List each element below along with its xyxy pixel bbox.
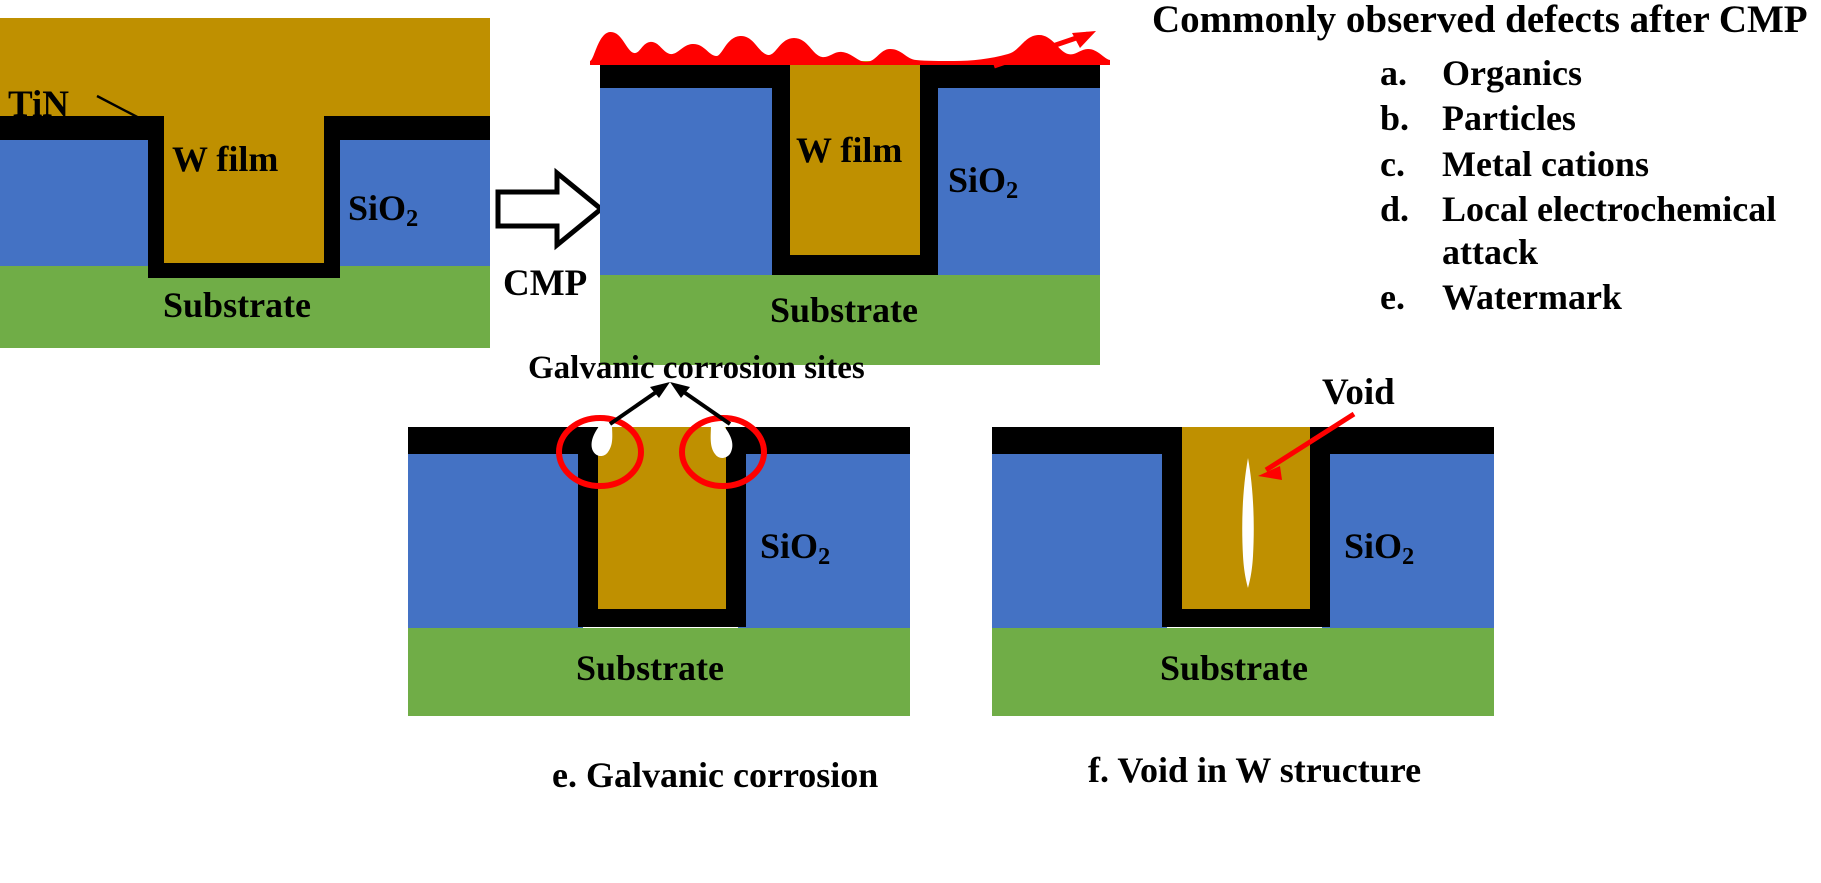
oxide-layer-left [408, 452, 583, 628]
label-tin: TiN [8, 84, 70, 125]
label-w-film-pre-text: W film [172, 139, 279, 179]
list-item-label: Local electrochemical attack [1442, 189, 1777, 272]
substrate-layer [408, 628, 910, 716]
label-sio2-post-subscript: 2 [1006, 177, 1019, 205]
label-sio2-galvanic-text: SiO [760, 526, 819, 566]
panel-pre-cmp: TiN W film SiO2 Substrate [0, 18, 490, 348]
list-item: d. Local electrochemical attack [1380, 188, 1820, 273]
oxide-layer-right [930, 84, 1100, 275]
tungsten-plug [164, 108, 324, 263]
corrosion-site-circle-left [556, 415, 644, 489]
figure-title: Commonly observed defects after CMP [1152, 0, 1808, 41]
label-sio2-galvanic-subscript: 2 [818, 543, 831, 571]
oxide-layer-left [0, 136, 157, 266]
oxide-layer-right [1322, 452, 1494, 628]
list-item-marker: e. [1380, 277, 1405, 318]
tin-barrier-field-left [600, 61, 790, 88]
annotation-galvanic-corrosion-sites: Galvanic corrosion sites [528, 350, 865, 386]
list-item-marker: b. [1380, 98, 1410, 139]
surface-defects [590, 31, 1110, 65]
substrate-layer [0, 266, 490, 348]
tin-barrier-field-left [992, 427, 1182, 454]
oxide-layer-right [330, 136, 490, 266]
caption-void: f. Void in W structure [1088, 750, 1422, 790]
oxide-layer-left [992, 452, 1167, 628]
list-item-marker: a. [1380, 53, 1407, 93]
tin-barrier-sidewall-right [1308, 427, 1330, 627]
substrate-layer [600, 275, 1100, 365]
tungsten-plug [790, 61, 920, 255]
corrosion-leader-right [670, 382, 732, 426]
panel-post-cmp: W film SiO2 Substrate [590, 22, 1110, 365]
label-w-film-pre: W film [172, 141, 278, 177]
label-sio2-post-text: SiO [948, 160, 1007, 200]
tin-leader-line [96, 94, 144, 123]
tin-barrier-bottom [772, 253, 938, 275]
tin-barrier-bottom [148, 260, 340, 278]
list-item-label: Metal cations [1442, 143, 1649, 184]
label-sio2-pre: SiO2 [348, 188, 418, 231]
corrosion-pit-right [706, 424, 740, 458]
list-item: c. Metal cations [1380, 143, 1820, 185]
label-substrate-galvanic: Substrate [576, 648, 725, 688]
tin-barrier-sidewall-left [772, 61, 792, 273]
tin-barrier-sidewall-right [322, 114, 340, 274]
tin-barrier-sidewall-left [148, 114, 166, 274]
defect-list: a. Organics b. Particles c. Metal cation… [1380, 52, 1820, 322]
caption-galvanic-corrosion: e. Galvanic corrosion [552, 755, 879, 795]
defect-callout-arrow [993, 31, 1096, 69]
tin-barrier-sidewall-left [578, 427, 600, 627]
label-sio2-pre-subscript: 2 [406, 205, 419, 233]
list-item: b. Particles [1380, 97, 1820, 139]
substrate-layer [992, 628, 1494, 716]
panel-void: SiO2 Substrate [992, 411, 1494, 716]
tin-barrier-sidewall-right [724, 427, 746, 627]
cmp-process-arrow [495, 167, 605, 251]
tungsten-plug [598, 427, 726, 609]
label-sio2-void: SiO2 [1344, 526, 1414, 569]
tin-barrier-field-right [1310, 427, 1494, 454]
label-substrate-pre: Substrate [163, 285, 312, 325]
list-item-label: Watermark [1442, 277, 1622, 318]
list-item: e. Watermark [1380, 276, 1820, 318]
label-substrate-void: Substrate [1160, 648, 1309, 688]
void-leader-arrow [1258, 411, 1356, 480]
tin-barrier-field-right [322, 114, 490, 140]
void-shape [1242, 458, 1254, 588]
label-w-film-post: W film [796, 132, 902, 168]
tin-barrier-bottom [578, 606, 746, 627]
label-sio2-void-text: SiO [1344, 526, 1403, 566]
corrosion-pit-left [584, 424, 618, 457]
oxide-layer-left [600, 84, 780, 275]
oxide-layer-right [738, 452, 910, 628]
panel-galvanic-corrosion: SiO2 Substrate [408, 382, 910, 716]
tin-barrier-bottom [1162, 606, 1330, 627]
annotation-void: Void [1322, 372, 1395, 413]
list-item-label: Particles [1442, 98, 1576, 139]
tin-barrier-sidewall-left [1162, 427, 1184, 627]
label-sio2-galvanic: SiO2 [760, 526, 830, 569]
label-sio2-post: SiO2 [948, 160, 1018, 203]
label-cmp: CMP [503, 263, 588, 304]
list-item: a. Organics [1380, 52, 1820, 94]
list-item-label: Organics [1442, 53, 1582, 93]
label-w-film-post-text: W film [796, 130, 903, 170]
tungsten-overburden [0, 18, 490, 116]
list-item-marker: d. [1380, 189, 1410, 230]
label-substrate-post: Substrate [770, 290, 919, 330]
label-sio2-void-subscript: 2 [1402, 543, 1415, 571]
tin-barrier-field-right [920, 61, 1100, 88]
tin-barrier-sidewall-right [918, 61, 938, 273]
corrosion-leader-left [608, 382, 670, 426]
list-item-marker: c. [1380, 143, 1405, 184]
label-sio2-pre-text: SiO [348, 188, 407, 228]
